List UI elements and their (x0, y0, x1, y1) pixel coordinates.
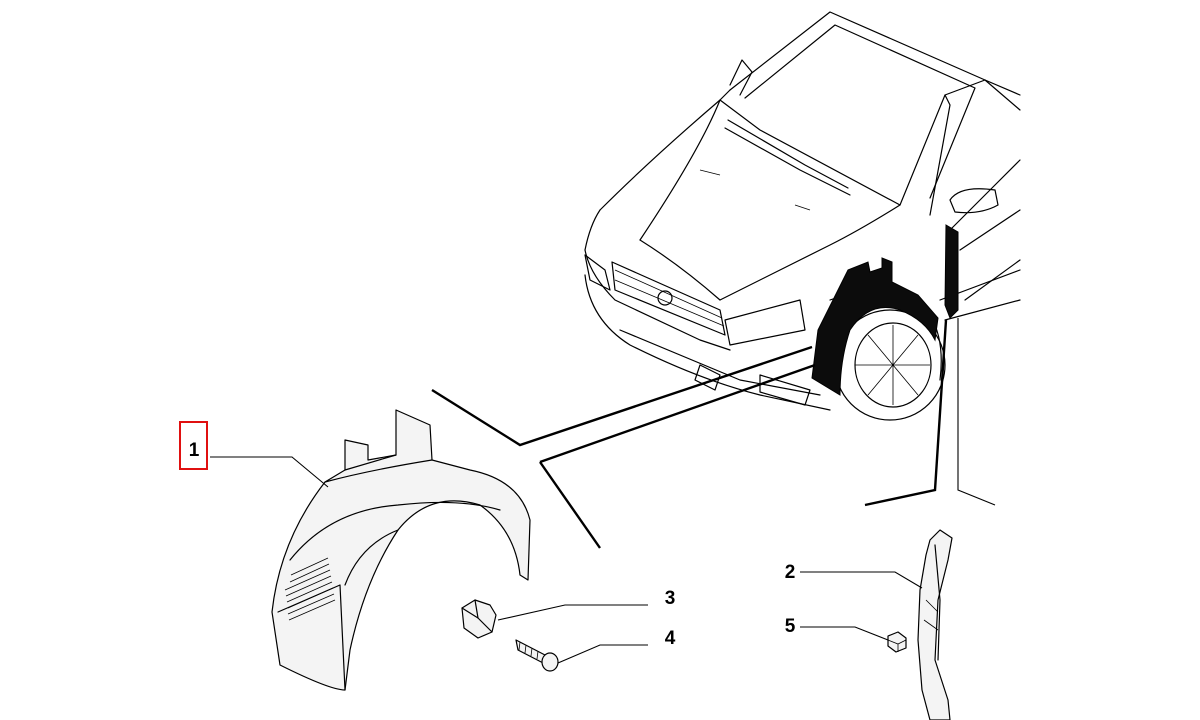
callout-1[interactable]: 1 (179, 421, 208, 470)
assembly-pointer-lines (431, 318, 996, 549)
callout-number: 1 (189, 440, 200, 461)
car-illustration (584, 11, 1021, 421)
wheel-arch-liner-installed (811, 257, 939, 396)
part-5-nut (887, 631, 907, 653)
part-4-screw (515, 639, 559, 672)
part-1-wheel-arch-liner (271, 409, 531, 691)
part-2-pillar-trim (917, 529, 953, 720)
callout-number: 5 (785, 616, 796, 637)
part-3-clip (461, 599, 497, 639)
callout-5[interactable]: 5 (785, 616, 796, 637)
liner-vent-slots (284, 557, 336, 621)
callout-number: 2 (785, 562, 796, 583)
callout-number: 4 (665, 628, 676, 649)
callout-4[interactable]: 4 (665, 628, 676, 649)
callout-2[interactable]: 2 (785, 562, 796, 583)
callout-3[interactable]: 3 (665, 588, 676, 609)
callout-number: 3 (665, 588, 676, 609)
pillar-trim-installed (944, 224, 959, 319)
leader-lines (210, 456, 923, 664)
selection-box (179, 421, 208, 470)
